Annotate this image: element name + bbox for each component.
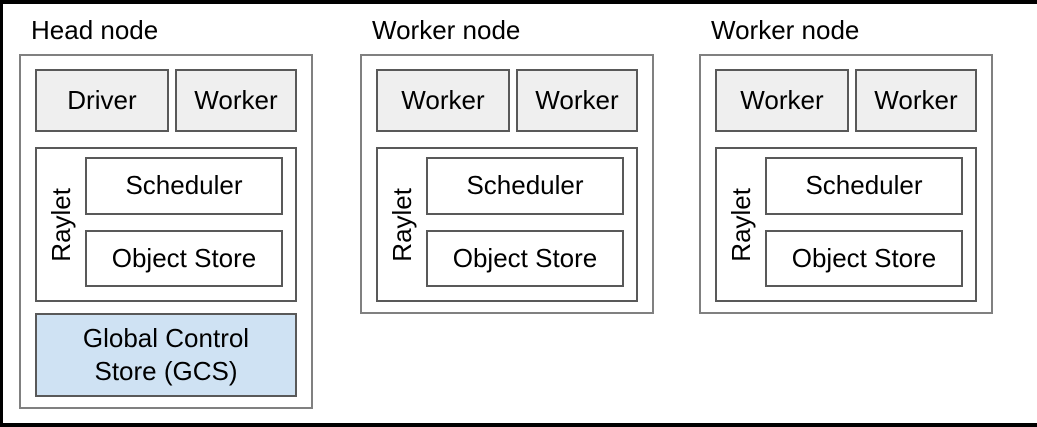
process-row: Worker Worker: [376, 69, 638, 132]
node-title: Head node: [31, 15, 159, 45]
scheduler-box: Scheduler: [765, 157, 963, 215]
node-title: Worker node: [711, 15, 860, 45]
scheduler-box: Scheduler: [85, 157, 283, 215]
node-group-worker-2: Worker node Worker Worker Raylet Schedul…: [699, 14, 993, 314]
worker-node-box: Worker Worker Raylet Scheduler Object St…: [699, 54, 993, 314]
raylet-components: Scheduler Object Store: [765, 149, 975, 300]
raylet-box: Raylet Scheduler Object Store: [35, 147, 297, 302]
object-store-box: Object Store: [426, 229, 624, 287]
node-title: Worker node: [372, 15, 521, 45]
raylet-label: Raylet: [45, 187, 76, 262]
object-store-box: Object Store: [85, 229, 283, 287]
raylet-components: Scheduler Object Store: [426, 149, 636, 300]
process-box-driver: Driver: [35, 69, 169, 132]
raylet-components: Scheduler Object Store: [85, 149, 295, 300]
raylet-box: Raylet Scheduler Object Store: [715, 147, 977, 302]
gcs-label: Global Control Store (GCS): [82, 323, 250, 386]
node-group-head: Head node Driver Worker Raylet Scheduler…: [19, 14, 313, 409]
process-row: Driver Worker: [35, 69, 297, 132]
raylet-gutter: Raylet: [37, 149, 85, 300]
head-node-box: Driver Worker Raylet Scheduler Object St…: [19, 54, 313, 409]
process-box-worker: Worker: [174, 69, 297, 132]
object-store-box: Object Store: [765, 229, 963, 287]
scheduler-box: Scheduler: [426, 157, 624, 215]
process-row: Worker Worker: [715, 69, 977, 132]
raylet-gutter: Raylet: [378, 149, 426, 300]
raylet-label: Raylet: [386, 187, 417, 262]
gcs-box: Global Control Store (GCS): [35, 313, 297, 397]
raylet-box: Raylet Scheduler Object Store: [376, 147, 638, 302]
node-group-worker-1: Worker node Worker Worker Raylet Schedul…: [360, 14, 654, 314]
process-box-worker: Worker: [515, 69, 638, 132]
process-box-worker: Worker: [715, 69, 849, 132]
raylet-label: Raylet: [725, 187, 756, 262]
process-box-worker: Worker: [854, 69, 977, 132]
process-box-worker: Worker: [376, 69, 510, 132]
worker-node-box: Worker Worker Raylet Scheduler Object St…: [360, 54, 654, 314]
raylet-gutter: Raylet: [717, 149, 765, 300]
